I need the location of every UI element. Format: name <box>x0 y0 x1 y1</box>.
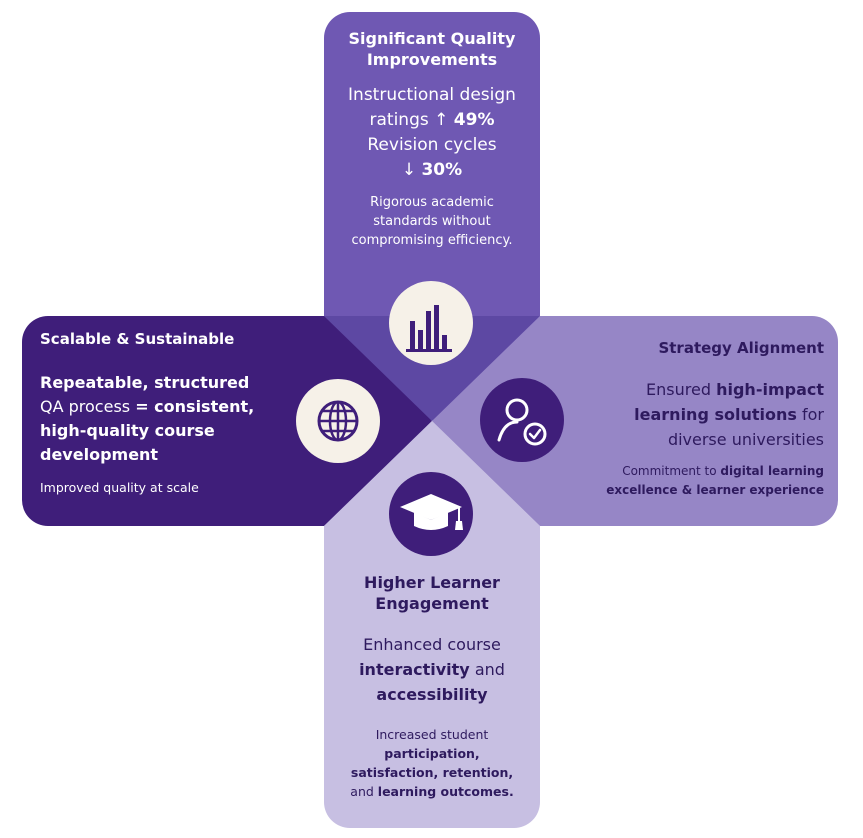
up-arrow-icon: ↑ <box>434 110 449 130</box>
metric-revision-value: 30% <box>421 160 463 180</box>
bar-chart-icon <box>389 281 473 365</box>
bottom-panel-body: Enhanced course interactivity and access… <box>359 635 505 704</box>
right-panel-title: Strategy Alignment <box>658 339 824 357</box>
top-panel-text: Significant Quality Improvements Instruc… <box>324 28 540 250</box>
left-panel-description: Improved quality at scale <box>40 480 199 495</box>
metric-ratings-value: 49% <box>453 110 495 130</box>
right-panel-body: Ensured high-impact learning solutions f… <box>634 380 824 449</box>
globe-icon <box>296 379 380 463</box>
bottom-panel-text: Higher Learner Engagement Enhanced cours… <box>324 572 540 801</box>
top-panel-metrics: Instructional design ratings ↑ 49% Revis… <box>348 85 516 180</box>
down-arrow-icon: ↓ <box>401 160 417 180</box>
left-panel-text: Scalable & Sustainable Repeatable, struc… <box>40 329 310 497</box>
top-panel-description: Rigorous academic standards without comp… <box>351 195 513 248</box>
right-panel-description: Commitment to digital learning excellenc… <box>606 464 824 497</box>
graduation-cap-icon <box>389 472 473 556</box>
top-panel-title: Significant Quality Improvements <box>348 29 516 69</box>
left-panel-title: Scalable & Sustainable <box>40 330 235 348</box>
left-panel-body: Repeatable, structured QA process = cons… <box>40 373 255 464</box>
center-wedge-top <box>324 316 540 421</box>
user-check-icon <box>480 378 564 462</box>
right-panel-text: Strategy Alignment Ensured high-impact l… <box>556 338 824 500</box>
bottom-panel-description: Increased student participation, satisfa… <box>350 727 514 799</box>
bottom-panel-title: Higher Learner Engagement <box>364 573 500 613</box>
